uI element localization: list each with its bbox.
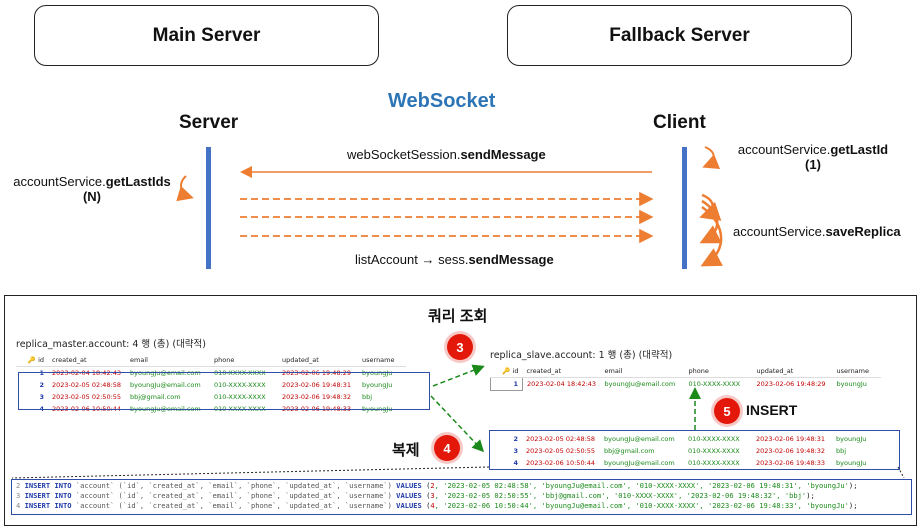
client-self-arrow — [702, 146, 721, 169]
client-save-arrow-1 — [699, 193, 722, 221]
column-header: phone — [210, 354, 278, 367]
insert-label: INSERT — [746, 402, 798, 418]
master-table-caption: replica_master.account: 4 행 (총) (대략적) — [16, 339, 206, 350]
slave-table: replica_slave.account: 1 행 (총) (대략적) 🔑 i… — [490, 347, 881, 391]
main-server-label: Main Server — [152, 24, 261, 46]
client-save-arrow-3 — [700, 205, 723, 267]
sql-line: 4 INSERT INTO `account` (`id`, `created_… — [16, 501, 858, 510]
column-header: created_at — [522, 365, 601, 378]
column-header: updated_at — [278, 354, 358, 367]
fallback-server-box: Fallback Server — [507, 5, 852, 66]
slave-header-row: 🔑 id created_at email phone updated_at u… — [490, 365, 881, 378]
client-save-label: accountService.saveReplica — [733, 224, 901, 239]
client-get-label: accountService.getLastId(1) — [737, 142, 889, 172]
column-header: username — [358, 354, 406, 367]
response-message-label: listAccount → sess.sendMessage — [355, 252, 554, 267]
client-lifeline — [682, 147, 687, 269]
server-role-label: Server — [179, 112, 239, 133]
step-badge-3: 3 — [447, 334, 473, 360]
sql-insert-statements: 2 INSERT INTO `account` (`id`, `created_… — [11, 479, 912, 515]
server-lifeline — [206, 147, 211, 269]
column-header: email — [600, 365, 685, 378]
column-header: updated_at — [752, 365, 833, 378]
sql-line: 3 INSERT INTO `account` (`id`, `created_… — [16, 491, 815, 500]
replicate-label: 복제 — [392, 442, 420, 459]
server-call-label: accountService.getLastIds(N) — [13, 174, 171, 204]
sequence-arrows — [176, 146, 723, 267]
query-label: 쿼리 조회 — [428, 308, 488, 325]
sql-connector-right — [897, 466, 905, 479]
column-header: created_at — [48, 354, 126, 367]
diagram-title: WebSocket — [388, 90, 496, 112]
replication-arrows — [11, 364, 905, 479]
column-header: 🔑 id — [16, 354, 48, 367]
column-header: username — [832, 365, 881, 378]
replicate-arrow — [430, 395, 485, 453]
server-self-arrow — [176, 175, 194, 202]
slave-table-caption: replica_slave.account: 1 행 (총) (대략적) — [490, 350, 673, 361]
main-server-box: Main Server — [34, 5, 379, 66]
sql-connector-left — [11, 466, 490, 479]
client-role-label: Client — [653, 112, 706, 133]
master-header-row: 🔑 id created_at email phone updated_at u… — [16, 354, 406, 367]
step-badge-5: 5 — [714, 398, 740, 424]
replication-panel — [4, 295, 917, 526]
step-badge-4: 4 — [434, 435, 460, 461]
fallback-server-label: Fallback Server — [609, 24, 750, 46]
column-header: phone — [684, 365, 753, 378]
master-new-rows-highlight — [18, 372, 430, 410]
column-header: email — [126, 354, 210, 367]
query-arrow — [432, 364, 485, 387]
sql-line: 2 INSERT INTO `account` (`id`, `created_… — [16, 481, 858, 490]
request-message-label: webSocketSession.sendMessage — [347, 147, 546, 162]
